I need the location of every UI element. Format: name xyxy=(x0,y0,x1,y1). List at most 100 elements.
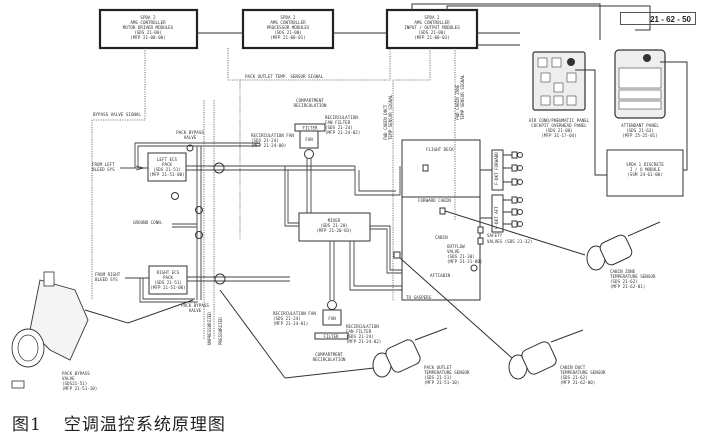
discrete-io-label: SPDA 1 DISCRETE xyxy=(626,162,664,167)
cabin-label: CABIN xyxy=(435,235,448,240)
pack-label: PACK xyxy=(163,275,174,280)
recirc-fan-label: (MFP 21-24-01) xyxy=(273,321,308,326)
bypass-valve-icon xyxy=(186,144,194,152)
reference-number: 21 - 62 - 50 xyxy=(620,12,696,25)
zone-signal-label: TEMP SENSOR SIGNAL xyxy=(460,74,465,120)
air-cond-label: (MFP 31-17-04) xyxy=(541,133,576,138)
mixer-label: MIXER xyxy=(328,218,341,223)
recirc-filter-label: (MFP 21-24-02) xyxy=(325,130,360,135)
mixer-label: (MFP 21-20-03) xyxy=(316,228,351,233)
bypass-valve-photo-label: (MFP 21-51-10) xyxy=(62,386,97,391)
sensor-label: TEMPERATURE SENSOR xyxy=(424,370,470,375)
leader-line xyxy=(284,367,375,379)
air-cond-label: AIR COND/PNEUMATIC PANEL xyxy=(529,118,590,123)
mixer-lower-pipe xyxy=(329,241,335,300)
cabin-outline xyxy=(401,139,481,301)
pack-outlet-signal-line xyxy=(227,48,241,240)
zone-manifold xyxy=(480,149,504,191)
flight-deck-label: FLIGHT DECK xyxy=(426,147,454,152)
duct-signal-label: FWD CABIN DUCT xyxy=(383,104,388,140)
leader-line xyxy=(399,257,513,359)
controller-line: AMS CONTROLLER xyxy=(414,20,450,25)
sensor-label: (MFP 21-51-10) xyxy=(424,380,459,385)
recirc-filter-label: FAN FILTER xyxy=(346,329,372,334)
bypass-signal-label: BYPASS VALVE SIGNAL xyxy=(93,112,141,117)
sensor-icon xyxy=(393,251,401,259)
leader-line xyxy=(219,289,286,379)
valve-icon xyxy=(171,192,179,200)
bypass-valve-label: VALVE xyxy=(184,135,197,140)
recirc-fan-label: (SDS 21-24) xyxy=(273,316,301,321)
duct-signal-label: TEMP SENSOR SIGNAL xyxy=(388,94,393,140)
safety-valve-icon xyxy=(477,226,484,234)
pack-label: (SDS 21-51) xyxy=(154,280,182,285)
mixer: MIXER (SDS 21-20) (MFP 21-20-03) xyxy=(298,212,371,242)
cabin-duct-sensor xyxy=(508,329,584,380)
recirc-filter-label: FAN FILTER xyxy=(325,120,351,125)
sensor-label: (SDS 21-51) xyxy=(424,375,452,380)
controller-line: SPDA 2 xyxy=(140,15,156,20)
pack-label: LEFT ECS xyxy=(157,157,178,162)
link-line xyxy=(411,3,601,40)
pack-outlet-signal-line xyxy=(240,48,391,81)
ground-conn-label: GROUND CONN. xyxy=(133,220,163,225)
sensor-label: PACK OUTLET xyxy=(424,365,452,370)
outflow-valve-label: (SDS 21-30) xyxy=(447,254,475,259)
figure-label: 图1 xyxy=(12,415,42,435)
controller-line: SPDA 2 xyxy=(280,15,296,20)
recirc-filter-label: (MFP 21-24-02) xyxy=(346,339,381,344)
bypass-signal-line xyxy=(91,48,146,300)
bypass-valve-label: PACK BYPASS xyxy=(181,303,209,308)
zone-label: F-DKT FORWARD xyxy=(494,152,499,185)
pack-label: (SDS 21-51) xyxy=(153,167,181,172)
recirc-label: RECIRCULATION xyxy=(294,103,327,108)
ground-pipe xyxy=(172,223,197,228)
fan-icon xyxy=(327,300,337,310)
recirc-filter-label: RECIRCULATION xyxy=(325,115,358,120)
attendant-label: ATTENDANT PANEL xyxy=(621,123,659,128)
right-ecs-pack: RIGHT ECS PACK (SDS 21-51) (MFP 21-51-00… xyxy=(148,265,188,295)
leader-line xyxy=(84,299,194,324)
cabin-zone-sensor xyxy=(586,221,661,271)
fan-label: FAN xyxy=(328,316,336,321)
recirc-pipe xyxy=(306,158,312,215)
aftcabin-label: AFTCABIN xyxy=(430,273,451,278)
from-right-label: FROM RIGHT xyxy=(95,272,121,277)
to-gaspers-label: TO GASPERS xyxy=(406,295,432,300)
gasper-pipe xyxy=(349,241,402,291)
link-line xyxy=(477,32,520,46)
recirc-label: COMPARTMENT xyxy=(296,98,324,103)
sensor-label: (MFP 21-62-00) xyxy=(560,380,595,385)
from-left-label: BLEED SYS xyxy=(92,167,115,172)
check-valve-icon xyxy=(214,273,226,285)
controller-line: AMS CONTROLLER xyxy=(130,20,166,25)
controller-line: (MFP 21-00-01) xyxy=(270,35,305,40)
fan-label: FAN xyxy=(305,137,313,142)
safety-valve-icon xyxy=(477,237,484,245)
sensor-icon xyxy=(422,164,429,172)
filter-label: FILTER xyxy=(302,126,318,131)
figure-title: 空调温控系统原理图 xyxy=(63,415,226,435)
safety-valves-label: SAFETY xyxy=(487,233,503,238)
controller-processor: SPDA 2 AMS CONTROLLER PROCESSOR MODULES … xyxy=(241,8,335,50)
zone-signal-label: FWD CABIN ZONE xyxy=(455,84,460,120)
recirc-fan-label: (MFP 21-24-00) xyxy=(251,143,286,148)
zone-outlets: F-DKT FORWARD F-DKT AFT xyxy=(480,149,523,233)
attendant-label: (MFP 25-25-01) xyxy=(622,133,657,138)
recirc-label: COMPARTMENT xyxy=(315,352,343,357)
duct-signal-line xyxy=(392,48,431,300)
bypass-valve-photo-label: VALVE xyxy=(62,376,75,381)
controller-line: AMS CONTROLLER xyxy=(270,20,306,25)
attendant-label: (SDS 21-62) xyxy=(626,128,654,133)
controller-line: PROCESSOR MODULES xyxy=(267,25,310,30)
controller-io: SPDA 2 AMS CONTROLLER INPUT / OUTPUT MOD… xyxy=(385,8,479,50)
attendant-panel xyxy=(614,49,666,119)
outflow-valve-label: OUTFLOW xyxy=(447,244,465,249)
outflow-valve-label: VALVE xyxy=(447,249,460,254)
controller-line: SPDA 2 xyxy=(424,15,440,20)
sensor-icon xyxy=(439,207,446,215)
mixer-label: (SDS 21-20) xyxy=(320,223,348,228)
controller-line: (SDS 21-00) xyxy=(134,30,162,35)
pack-label: RIGHT ECS xyxy=(157,270,180,275)
